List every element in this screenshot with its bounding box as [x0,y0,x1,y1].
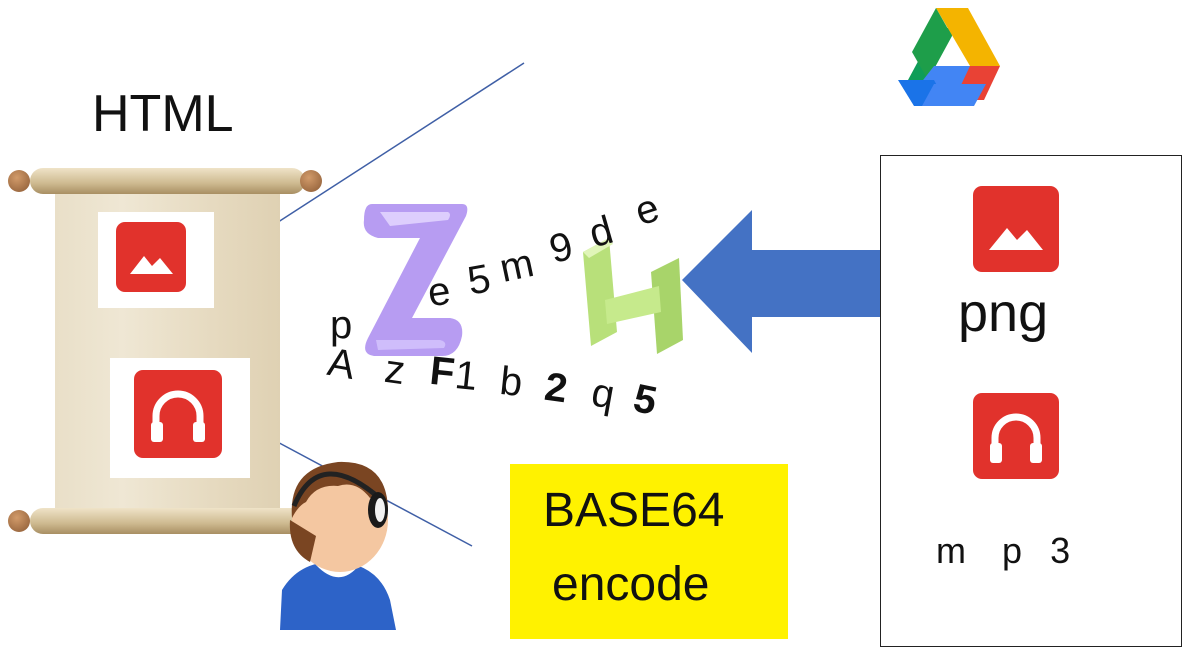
scroll-audio-card [110,358,250,478]
letter-z-3d [363,204,468,356]
letter-h-3d [583,238,683,354]
floating-char: p [330,303,353,347]
floating-char: F [427,348,457,396]
person-figure [280,461,396,630]
mp3-char: 3 [1050,530,1071,571]
base64-encode-box [510,464,788,639]
image-icon [116,222,186,292]
encode-label: encode [552,558,710,611]
scroll-rod-bottom [30,508,305,534]
png-image-icon [973,186,1059,272]
floating-char: b [497,358,525,406]
scroll-image-card [98,212,214,308]
floating-char: 1 [452,352,480,400]
headphones-icon [134,370,222,458]
mp3-char: m [936,530,966,571]
scroll-knob [300,170,322,192]
scroll-knob [8,510,30,532]
mp3-char: p [1002,530,1023,571]
mp3-label: m p 3 [936,530,1070,572]
connector-line-top [271,62,525,227]
google-drive-logo [898,8,1000,106]
base64-label: BASE64 [543,484,725,537]
mp3-headphones-icon [973,393,1059,479]
png-label: png [958,283,1049,343]
scroll-rod-top [30,168,305,194]
left-arrow [682,210,898,353]
html-title: HTML [92,85,234,143]
scroll-knob [8,170,30,192]
